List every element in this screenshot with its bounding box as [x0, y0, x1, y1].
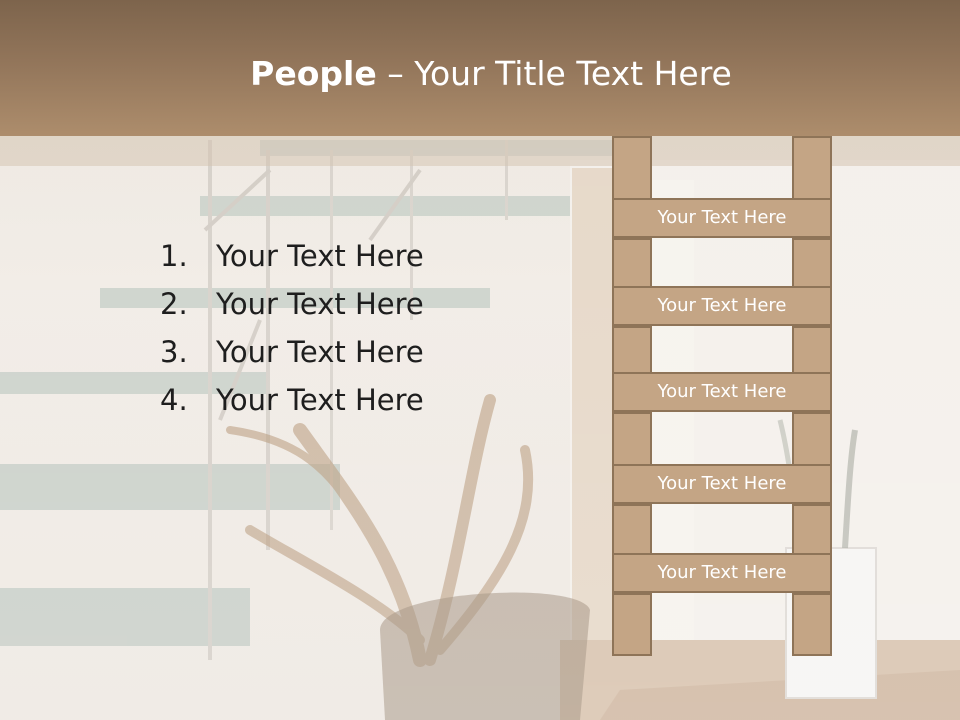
ladder-rail-joint: [792, 236, 832, 240]
list-item-number: 4.: [160, 383, 188, 417]
ladder-rung-2[interactable]: Your Text Here: [612, 286, 832, 326]
ladder-rung-5[interactable]: Your Text Here: [612, 553, 832, 593]
list-item: 2. Your Text Here: [160, 280, 424, 328]
list-item-text: Your Text Here: [216, 383, 424, 417]
title-rest: – Your Title Text Here: [376, 54, 732, 93]
ladder-rail-joint: [792, 502, 832, 506]
list-item: 1. Your Text Here: [160, 232, 424, 280]
ladder-rail-joint: [792, 591, 832, 595]
title-bold: People: [250, 54, 377, 93]
list-item-number: 1.: [160, 239, 188, 273]
ladder-rail-joint: [612, 591, 652, 595]
ladder-rail-joint: [612, 410, 652, 414]
ladder-rail-joint: [792, 410, 832, 414]
list-item-text: Your Text Here: [216, 239, 424, 273]
list-item-text: Your Text Here: [216, 335, 424, 369]
ladder-rail-joint: [612, 502, 652, 506]
list-item-number: 2.: [160, 287, 188, 321]
numbered-list[interactable]: 1. Your Text Here 2. Your Text Here 3. Y…: [160, 232, 424, 424]
ladder-rung-3[interactable]: Your Text Here: [612, 372, 832, 412]
ladder-rung-4[interactable]: Your Text Here: [612, 464, 832, 504]
title-bar: [0, 0, 960, 136]
list-item-number: 3.: [160, 335, 188, 369]
ladder-rung-1[interactable]: Your Text Here: [612, 198, 832, 238]
ladder-rail-joint: [612, 236, 652, 240]
slide-title[interactable]: People – Your Title Text Here: [0, 52, 960, 96]
ladder-rail-joint: [792, 324, 832, 328]
ladder-rail-joint: [612, 324, 652, 328]
list-item: 4. Your Text Here: [160, 376, 424, 424]
list-item-text: Your Text Here: [216, 287, 424, 321]
list-item: 3. Your Text Here: [160, 328, 424, 376]
